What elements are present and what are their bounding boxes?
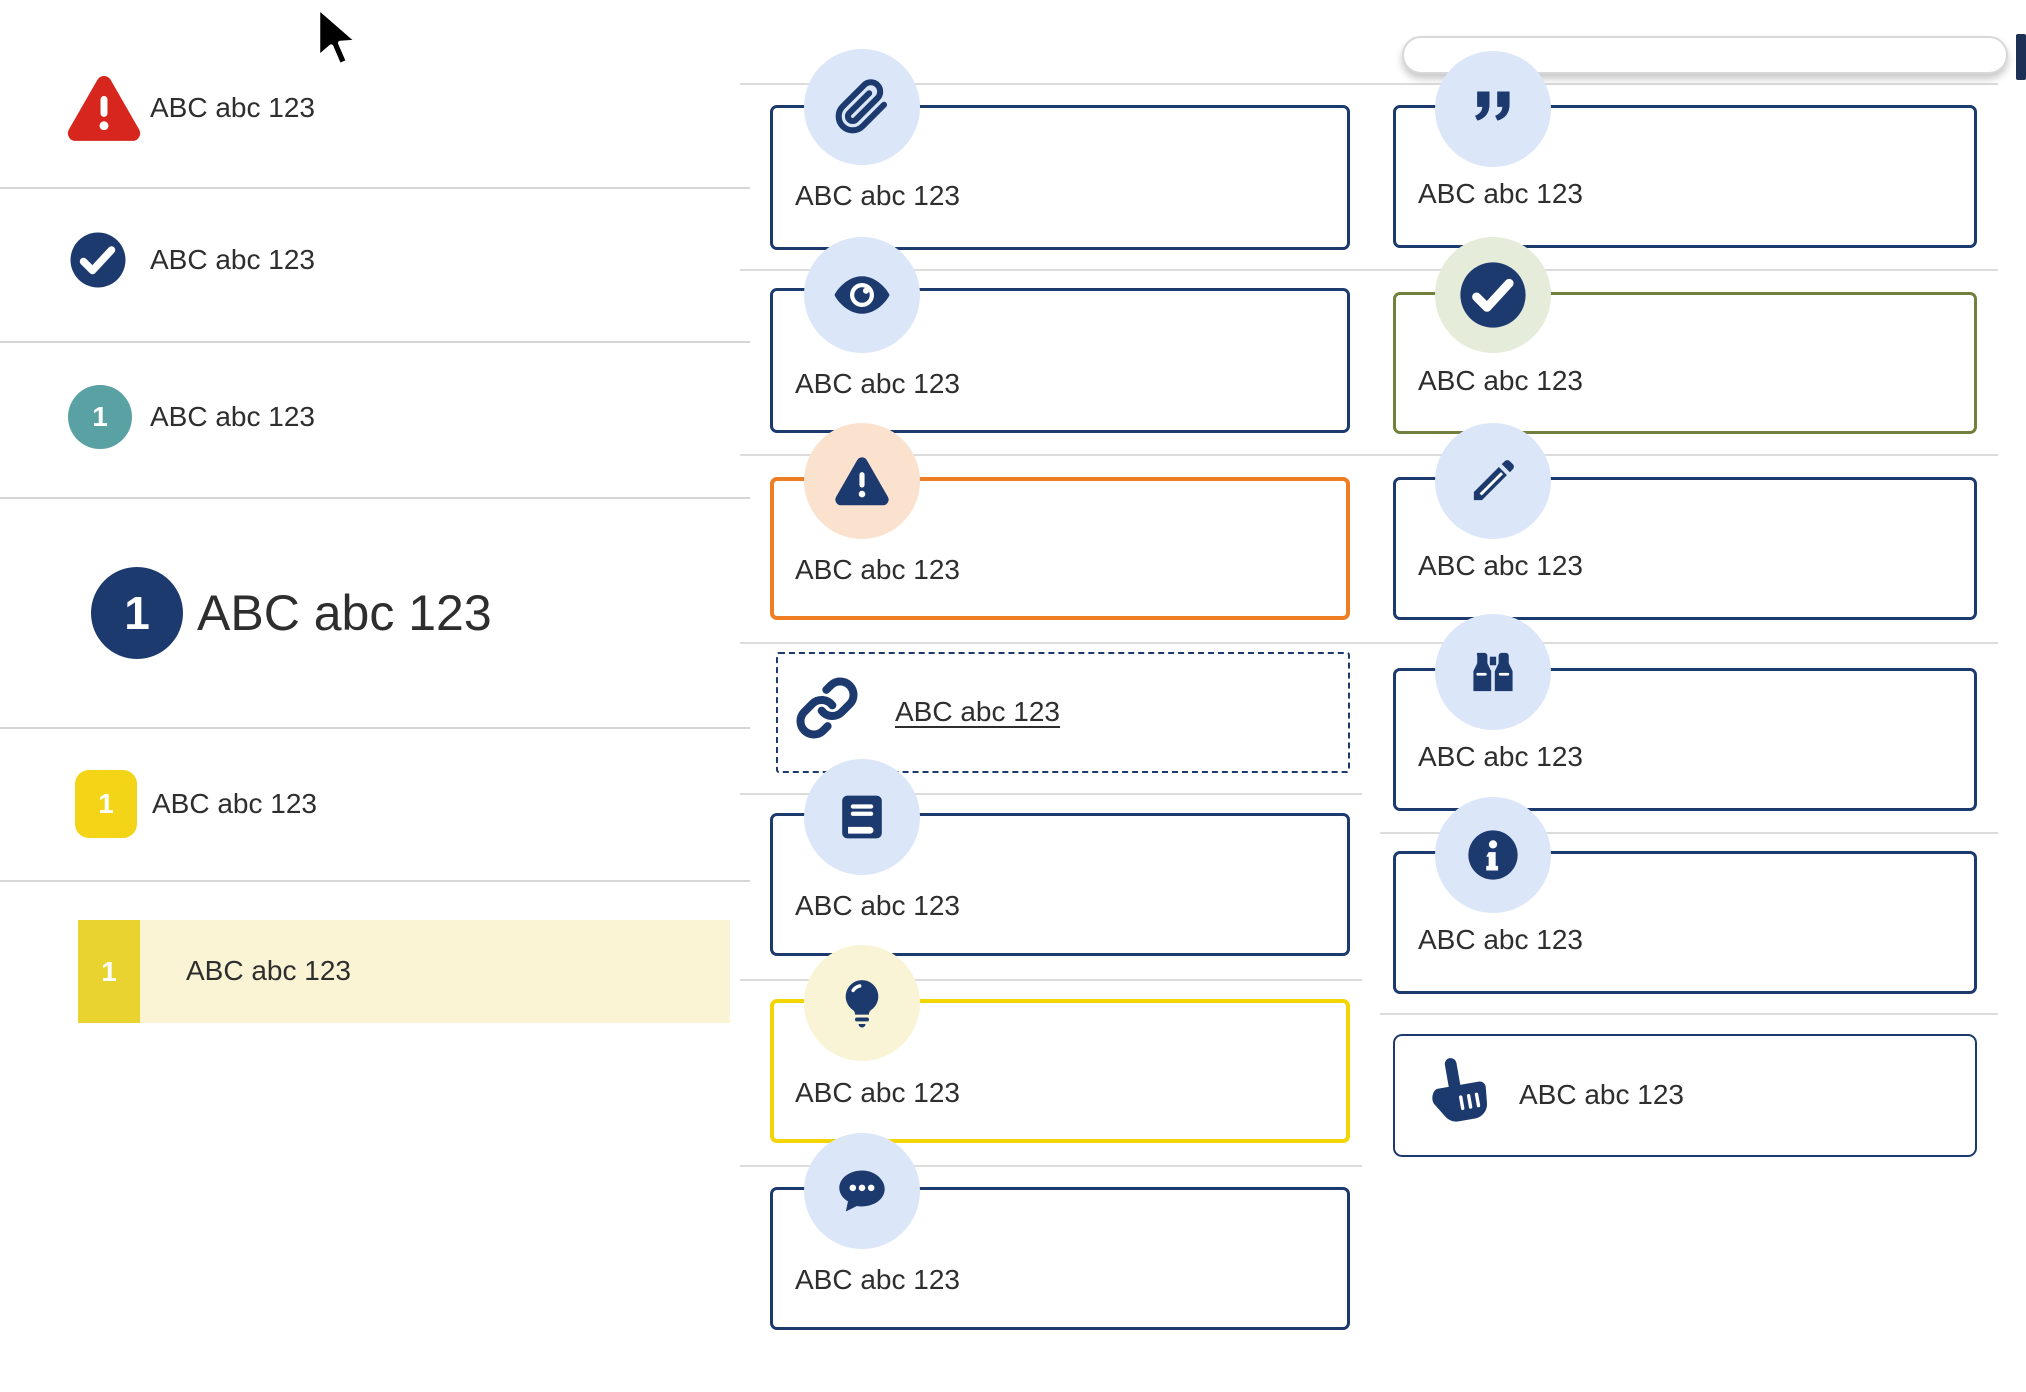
card-label: ABC abc 123 bbox=[795, 368, 960, 399]
card-preview[interactable] bbox=[770, 288, 1350, 433]
row-divider bbox=[740, 83, 1998, 85]
list-item-label: ABC abc 123 bbox=[152, 788, 317, 819]
paperclip-icon bbox=[804, 49, 920, 165]
binoculars-icon bbox=[1435, 614, 1551, 730]
card-action[interactable] bbox=[1393, 1034, 1977, 1157]
list-item-label: ABC abc 123 bbox=[186, 955, 351, 986]
book-icon bbox=[804, 759, 920, 875]
lightbulb-icon bbox=[804, 945, 920, 1061]
card-label: ABC abc 123 bbox=[795, 1077, 960, 1108]
card-label: ABC abc 123 bbox=[1519, 1079, 1684, 1110]
step-number-badge: 1 bbox=[68, 385, 132, 449]
list-divider bbox=[0, 880, 750, 882]
quote-icon bbox=[1435, 51, 1551, 167]
step-number-badge: 1 bbox=[78, 920, 140, 1023]
row-divider bbox=[740, 454, 1998, 456]
card-label: ABC abc 123 bbox=[1418, 550, 1583, 581]
list-item-label: ABC abc 123 bbox=[150, 401, 315, 432]
pencil-icon bbox=[1435, 423, 1551, 539]
warning-triangle-icon bbox=[804, 423, 920, 539]
section-heading: ABC abc 123 bbox=[197, 585, 492, 641]
card-label: ABC abc 123 bbox=[1418, 924, 1583, 955]
row-divider bbox=[1380, 832, 1998, 834]
row-divider bbox=[740, 979, 1362, 981]
card-info[interactable] bbox=[1393, 851, 1977, 994]
scrollbar-thumb[interactable] bbox=[2016, 34, 2026, 80]
list-item-label: ABC abc 123 bbox=[150, 244, 315, 275]
step-number-badge: 1 bbox=[91, 567, 183, 659]
hand-pointer-icon bbox=[1414, 1048, 1500, 1134]
eye-icon bbox=[804, 237, 920, 353]
highlighted-list-item[interactable] bbox=[78, 920, 730, 1023]
list-divider bbox=[0, 497, 750, 499]
card-label: ABC abc 123 bbox=[795, 554, 960, 585]
row-divider bbox=[740, 642, 1998, 644]
row-divider bbox=[1380, 1013, 1998, 1015]
list-divider bbox=[0, 187, 750, 189]
row-divider bbox=[740, 793, 1362, 795]
warning-triangle-icon bbox=[66, 70, 142, 146]
mouse-cursor bbox=[300, 0, 372, 86]
info-icon bbox=[1435, 797, 1551, 913]
card-label: ABC abc 123 bbox=[1418, 741, 1583, 772]
card-label: ABC abc 123 bbox=[1418, 178, 1583, 209]
link-icon bbox=[795, 676, 859, 740]
row-divider bbox=[740, 1165, 1362, 1167]
chat-icon bbox=[804, 1133, 920, 1249]
list-divider bbox=[0, 341, 750, 343]
card-link-label[interactable]: ABC abc 123 bbox=[895, 696, 1060, 727]
list-divider bbox=[0, 727, 750, 729]
card-label: ABC abc 123 bbox=[1418, 365, 1583, 396]
check-circle-icon bbox=[68, 230, 128, 290]
card-label: ABC abc 123 bbox=[795, 1264, 960, 1295]
step-number-badge: 1 bbox=[75, 770, 137, 838]
row-divider bbox=[740, 269, 1998, 271]
card-link[interactable] bbox=[776, 652, 1350, 773]
card-label: ABC abc 123 bbox=[795, 890, 960, 921]
list-item-label: ABC abc 123 bbox=[150, 92, 315, 123]
check-circle-icon bbox=[1435, 237, 1551, 353]
card-label: ABC abc 123 bbox=[795, 180, 960, 211]
